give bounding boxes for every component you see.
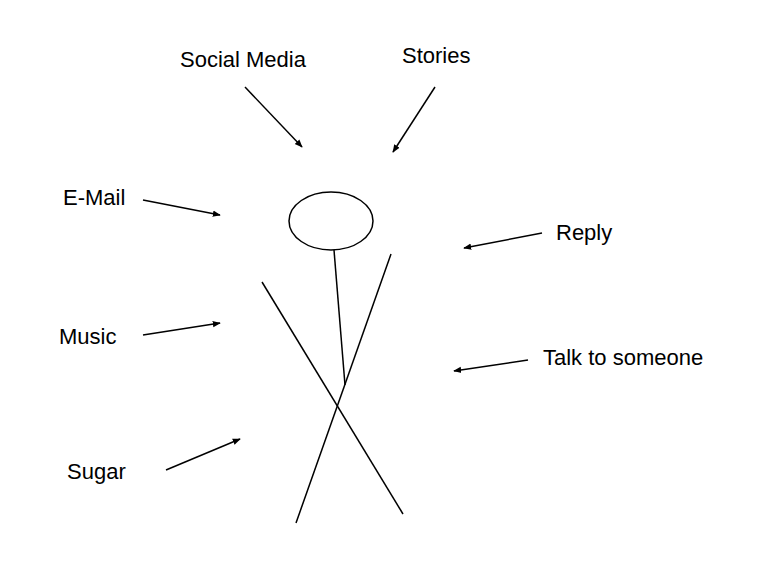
- pointer-arrow: [166, 439, 240, 470]
- pointer-arrow: [454, 360, 528, 371]
- callout-label: Reply: [556, 221, 612, 245]
- pointer-arrow: [393, 87, 435, 152]
- pointer-arrow: [143, 323, 220, 335]
- callout-label: Music: [59, 325, 116, 349]
- limb-line: [296, 254, 391, 523]
- head: [289, 192, 373, 250]
- callout-label: E-Mail: [63, 186, 125, 210]
- pointer-arrow: [143, 200, 220, 215]
- pointer-arrow: [464, 233, 542, 248]
- stick-figure: [262, 192, 403, 523]
- callout-label: Stories: [402, 44, 470, 68]
- body-line: [334, 250, 345, 385]
- pointer-arrows: [143, 87, 542, 470]
- callout-label: Talk to someone: [543, 346, 703, 370]
- pointer-arrow: [245, 87, 302, 147]
- callout-label: Sugar: [67, 460, 126, 484]
- callout-label: Social Media: [180, 48, 306, 72]
- limb-line: [262, 282, 403, 514]
